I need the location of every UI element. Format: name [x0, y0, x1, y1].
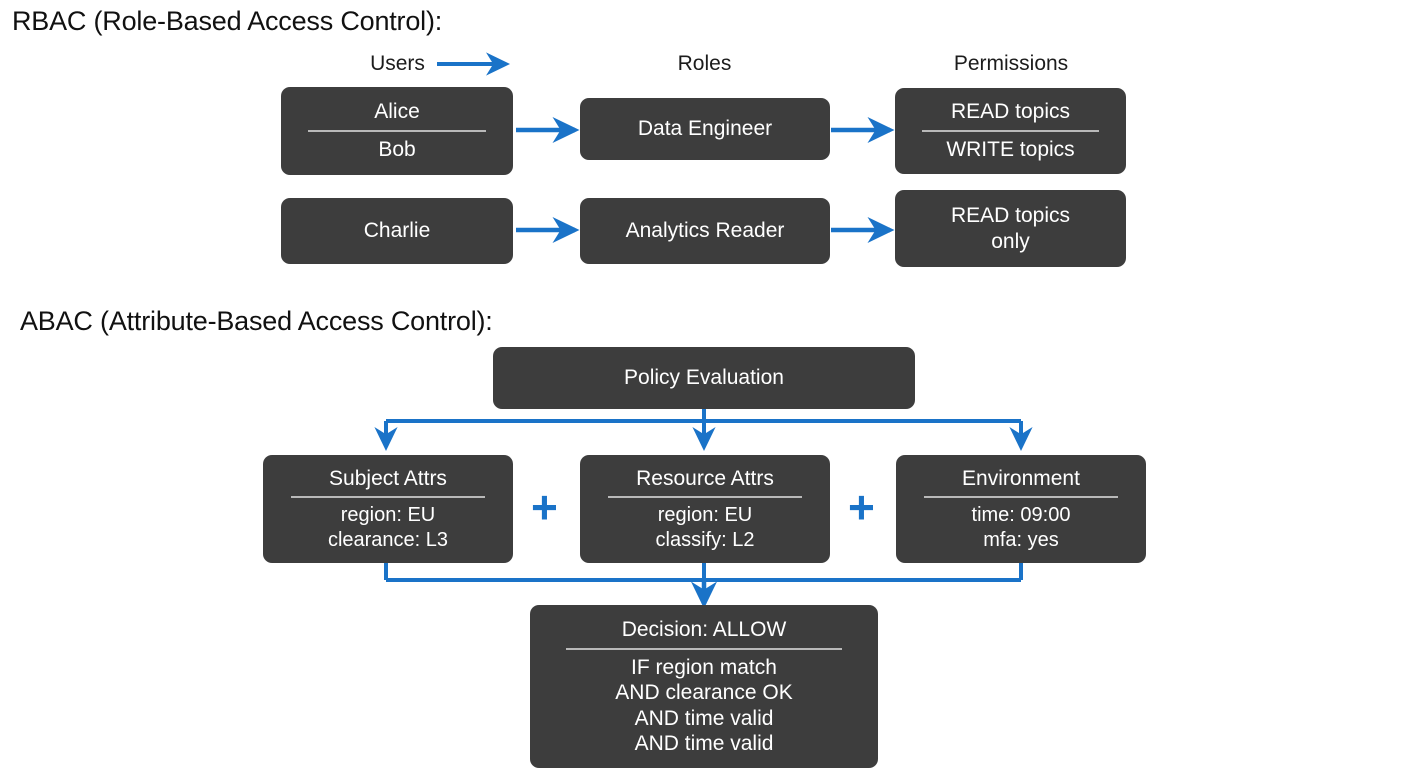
role-label: Data Engineer: [637, 117, 773, 141]
permission-read: READ topics: [950, 203, 1071, 227]
user-name-alice: Alice: [374, 100, 420, 124]
column-label-permissions: Permissions: [953, 52, 1069, 75]
node-divider: [307, 130, 487, 132]
environment-attrs-entries: time: 09:00 mfa: yes: [972, 503, 1071, 552]
environment-attr-mfa: mfa: yes: [983, 528, 1059, 551]
decision-header: Decision: ALLOW: [621, 618, 787, 641]
node-permission-read-only[interactable]: READ topics only: [895, 190, 1126, 267]
resource-attrs-header: Resource Attrs: [636, 466, 774, 490]
node-divider: [291, 496, 485, 499]
permission-only: only: [991, 229, 1030, 253]
environment-attr-time: time: 09:00: [971, 504, 1071, 527]
subject-attrs-header: Subject Attrs: [329, 466, 447, 490]
node-divider: [566, 647, 842, 650]
permission-text-stack: READ topics only: [951, 203, 1070, 254]
rbac-section-title: RBAC (Role-Based Access Control):: [12, 6, 443, 36]
node-subject-attrs[interactable]: Subject Attrs region: EU clearance: L3: [263, 455, 513, 563]
user-name-charlie: Charlie: [363, 219, 431, 243]
environment-attrs-header: Environment: [962, 466, 1080, 490]
node-decision[interactable]: Decision: ALLOW IF region match AND clea…: [530, 605, 878, 768]
decision-condition-3: AND time valid: [634, 706, 774, 730]
plus-operator-1: +: [531, 481, 558, 533]
node-divider: [608, 496, 802, 499]
node-resource-attrs[interactable]: Resource Attrs region: EU classify: L2: [580, 455, 830, 563]
node-environment-attrs[interactable]: Environment time: 09:00 mfa: yes: [896, 455, 1146, 563]
plus-operator-2: +: [848, 481, 875, 533]
permission-read: READ topics: [950, 100, 1071, 124]
column-label-roles: Roles: [677, 52, 732, 75]
column-label-users: Users: [370, 52, 425, 75]
subject-attr-region: region: EU: [340, 504, 436, 527]
role-label: Analytics Reader: [625, 219, 785, 243]
subject-attr-clearance: clearance: L3: [327, 528, 449, 551]
node-divider: [924, 496, 1118, 499]
node-divider: [921, 130, 1100, 132]
node-users-charlie[interactable]: Charlie: [281, 198, 513, 264]
node-permission-read-write[interactable]: READ topics WRITE topics: [895, 88, 1126, 174]
permission-write: WRITE topics: [946, 138, 1075, 161]
decision-condition-4: AND time valid: [634, 732, 774, 756]
abac-section-title: ABAC (Attribute-Based Access Control):: [20, 306, 493, 336]
user-name-bob: Bob: [378, 138, 416, 161]
decision-conditions: IF region match AND clearance OK AND tim…: [615, 655, 792, 757]
decision-condition-1: IF region match: [631, 655, 777, 679]
node-role-analytics-reader[interactable]: Analytics Reader: [580, 198, 830, 264]
resource-attr-region: region: EU: [657, 504, 753, 527]
node-role-data-engineer[interactable]: Data Engineer: [580, 98, 830, 160]
subject-attrs-entries: region: EU clearance: L3: [328, 503, 448, 552]
node-policy-evaluation[interactable]: Policy Evaluation: [493, 347, 915, 409]
policy-evaluation-label: Policy Evaluation: [624, 366, 784, 390]
node-users-alice-bob[interactable]: Alice Bob: [281, 87, 513, 175]
resource-attrs-entries: region: EU classify: L2: [656, 503, 755, 552]
resource-attr-classify: classify: L2: [655, 528, 755, 551]
decision-condition-2: AND clearance OK: [615, 681, 793, 705]
